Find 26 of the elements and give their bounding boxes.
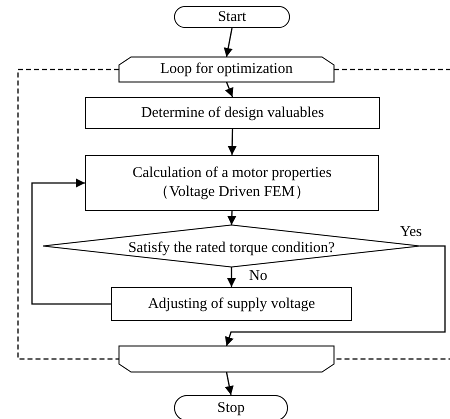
loop-end-shape [119, 346, 334, 372]
process-box [85, 97, 380, 129]
node-text: Satisfy the rated torque condition? [128, 238, 335, 258]
terminator-shape [174, 6, 290, 28]
terminator-shape [174, 395, 288, 419]
arrow [31, 178, 111, 305]
arrow [224, 28, 233, 58]
loop-start-shape [119, 57, 334, 82]
loop-bracket-line [17, 68, 119, 360]
node-text: Calculation of a motor properties [132, 164, 332, 183]
process-box [111, 287, 352, 321]
node-text: Loop for optimization [160, 60, 293, 79]
node-text: Determine of design valuables [141, 104, 324, 122]
arrow [227, 210, 236, 226]
node-text: Start [218, 8, 246, 26]
arrow [224, 245, 446, 346]
decision-diamond [43, 225, 420, 267]
node-text: Adjusting of supply voltage [148, 294, 316, 314]
arrow [224, 372, 234, 396]
node-text: （Voltage Driven FEM） [154, 183, 310, 202]
arrow [228, 128, 237, 156]
arrow [224, 82, 234, 98]
process-box [85, 155, 379, 211]
loop-bracket-line [334, 68, 450, 360]
node-text: Stop [217, 398, 245, 418]
arrow [227, 267, 236, 287]
